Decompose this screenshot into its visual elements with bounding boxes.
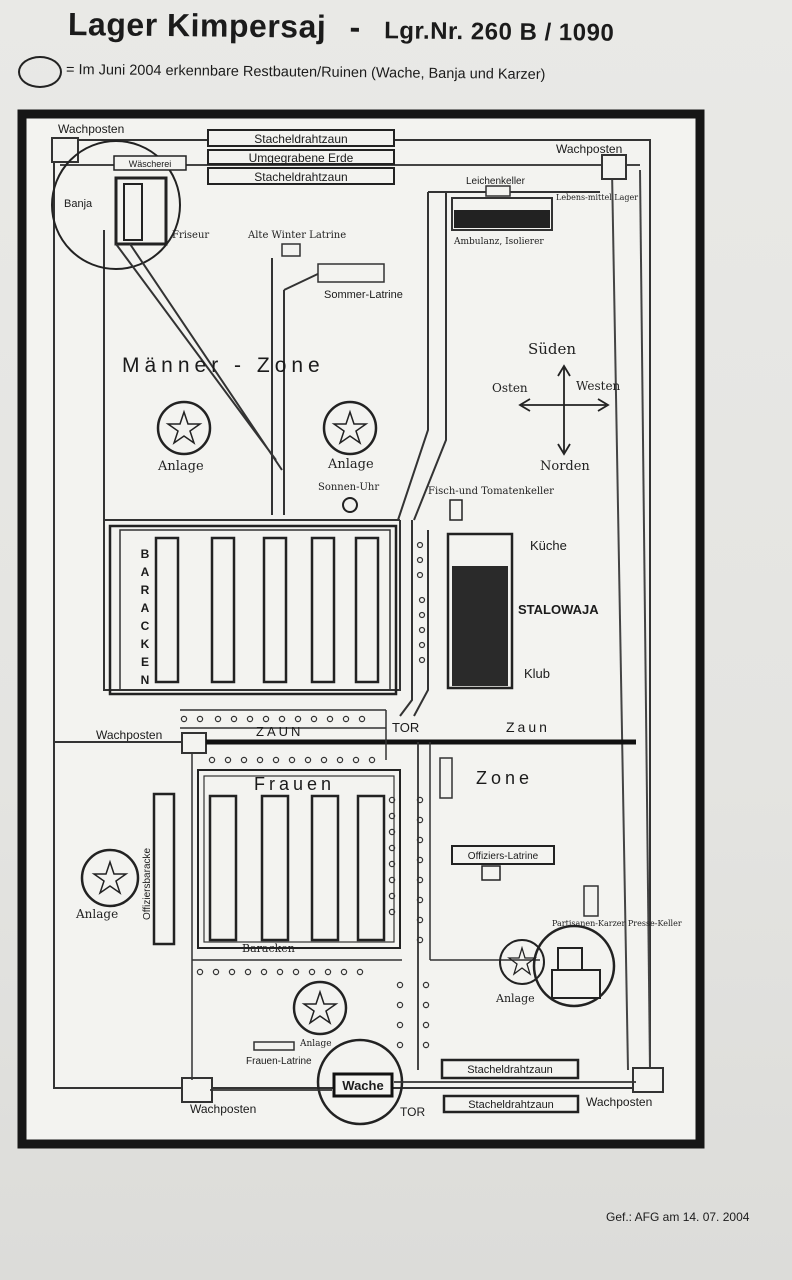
label-baracken-v: A — [141, 565, 150, 579]
label-baracken-v: A — [141, 601, 150, 615]
label-anlage-2: Anlage — [327, 457, 374, 472]
label-stacheldrahtzaun-top2: Stacheldrahtzaun — [254, 170, 347, 184]
label-ambulanz: Ambulanz, Isolierer — [453, 237, 544, 247]
star-icon — [507, 945, 537, 976]
label-fisch-tomatenkeller: Fisch-und Tomatenkeller — [428, 486, 554, 497]
anlage-circle-2 — [322, 400, 378, 456]
label-maenner-zone: Männer - Zone — [122, 354, 325, 377]
men-barrack — [310, 536, 336, 684]
label-tor-bottom: TOR — [400, 1105, 425, 1119]
label-stacheldrahtzaun-bottom1: Stacheldrahtzaun — [467, 1064, 553, 1076]
label-wache: Wache — [342, 1078, 383, 1093]
label-wachposten-se: Wachposten — [586, 1095, 652, 1109]
label-sommer-latrine: Sommer-Latrine — [324, 289, 403, 301]
label-banja: Banja — [64, 198, 93, 210]
label-zone: Zone — [476, 768, 533, 788]
men-barrack — [154, 536, 180, 684]
ruin-circle-banja — [51, 140, 181, 270]
sundial-icon — [342, 497, 358, 513]
label-stalowaja: STALOWAJA — [518, 602, 599, 617]
label-frauen: Frauen — [254, 774, 335, 794]
women-barrack — [208, 794, 238, 942]
fence-post-row — [180, 715, 376, 764]
anlage-circle-4 — [292, 980, 348, 1036]
label-wachposten-ne: Wachposten — [556, 142, 622, 156]
star-icon — [301, 989, 339, 1025]
label-offiziers-latrine: Offiziers-Latrine — [468, 851, 539, 862]
legend-circle-icon — [18, 56, 62, 88]
men-barrack — [210, 536, 236, 684]
label-baracken-v: K — [141, 637, 150, 651]
label-lebensmittel-lager: Lebens-mittel Lager — [556, 193, 638, 202]
label-kueche: Küche — [530, 538, 567, 553]
label-anlage-5: Anlage — [495, 992, 535, 1005]
compass-sueden: Süden — [528, 340, 576, 358]
sommer-latrine-building — [317, 263, 385, 283]
men-barrack — [262, 536, 288, 684]
label-baracken-v: R — [141, 583, 150, 597]
men-baracken-block — [108, 524, 398, 696]
compass-osten: Osten — [492, 381, 528, 395]
label-baracken-v: E — [141, 655, 149, 669]
label-stacheldrahtzaun-bottom2: Stacheldrahtzaun — [468, 1099, 554, 1111]
label-wachposten-mid: Wachposten — [96, 728, 162, 742]
compass: Süden Osten Westen Norden — [492, 340, 621, 474]
label-baracken-women: Baracken — [242, 942, 295, 955]
label-wachposten-nw: Wachposten — [58, 122, 124, 136]
women-barrack — [260, 794, 290, 942]
compass-norden: Norden — [540, 459, 590, 474]
label-anlage-3: Anlage — [75, 907, 118, 921]
label-offiziersbaracke: Offiziersbaracke — [142, 847, 153, 920]
label-klub: Klub — [524, 666, 550, 681]
offiziers-latrine-building — [451, 845, 555, 865]
footer-credit: Gef.: AFG am 14. 07. 2004 — [606, 1210, 750, 1224]
label-baracken-v: N — [141, 673, 150, 687]
label-frauen-latrine: Frauen-Latrine — [246, 1056, 312, 1067]
wachposten-sw — [181, 1077, 213, 1103]
label-waescherei: Wäscherei — [129, 159, 172, 169]
label-sonnen-uhr: Sonnen-Uhr — [318, 482, 379, 493]
wachposten-mid — [181, 732, 207, 754]
women-barrack — [356, 794, 386, 942]
label-baracken-v: B — [141, 547, 150, 561]
wache-building — [332, 1072, 394, 1098]
wachposten-ne — [601, 154, 627, 180]
label-leichenkeller: Leichenkeller — [466, 176, 526, 187]
star-icon — [331, 409, 369, 445]
men-barrack — [354, 536, 380, 684]
fence-post-column — [196, 796, 430, 1049]
wachposten-se — [632, 1067, 664, 1093]
label-zaun-right: Zaun — [506, 719, 550, 735]
women-barrack — [310, 794, 340, 942]
label-friseur: Friseur — [172, 230, 209, 241]
star-icon — [165, 409, 203, 445]
label-tor-middle: TOR — [392, 720, 419, 735]
label-wachposten-sw: Wachposten — [190, 1102, 256, 1116]
label-zaun-left: ZAUN — [256, 724, 303, 739]
star-icon — [91, 859, 129, 895]
label-stacheldrahtzaun-top1: Stacheldrahtzaun — [254, 132, 347, 146]
label-umgegrabene-erde: Umgegrabene Erde — [249, 151, 354, 165]
anlage-circle-1 — [156, 400, 212, 456]
women-baracken-block — [197, 769, 401, 949]
label-alte-winter-latrine: Alte Winter Latrine — [247, 230, 346, 241]
offiziersbaracke-building — [152, 792, 176, 946]
anlage-circle-3 — [80, 848, 140, 908]
label-baracken-v: C — [141, 619, 150, 633]
label-anlage-4: Anlage — [299, 1039, 332, 1049]
compass-westen: Westen — [576, 379, 621, 393]
label-karzer: Partisanen-Karzer Presse-Keller — [552, 919, 682, 928]
label-anlage-1: Anlage — [157, 459, 204, 474]
wachposten-nw — [51, 137, 79, 163]
ruin-circle-karzer — [532, 924, 616, 1008]
